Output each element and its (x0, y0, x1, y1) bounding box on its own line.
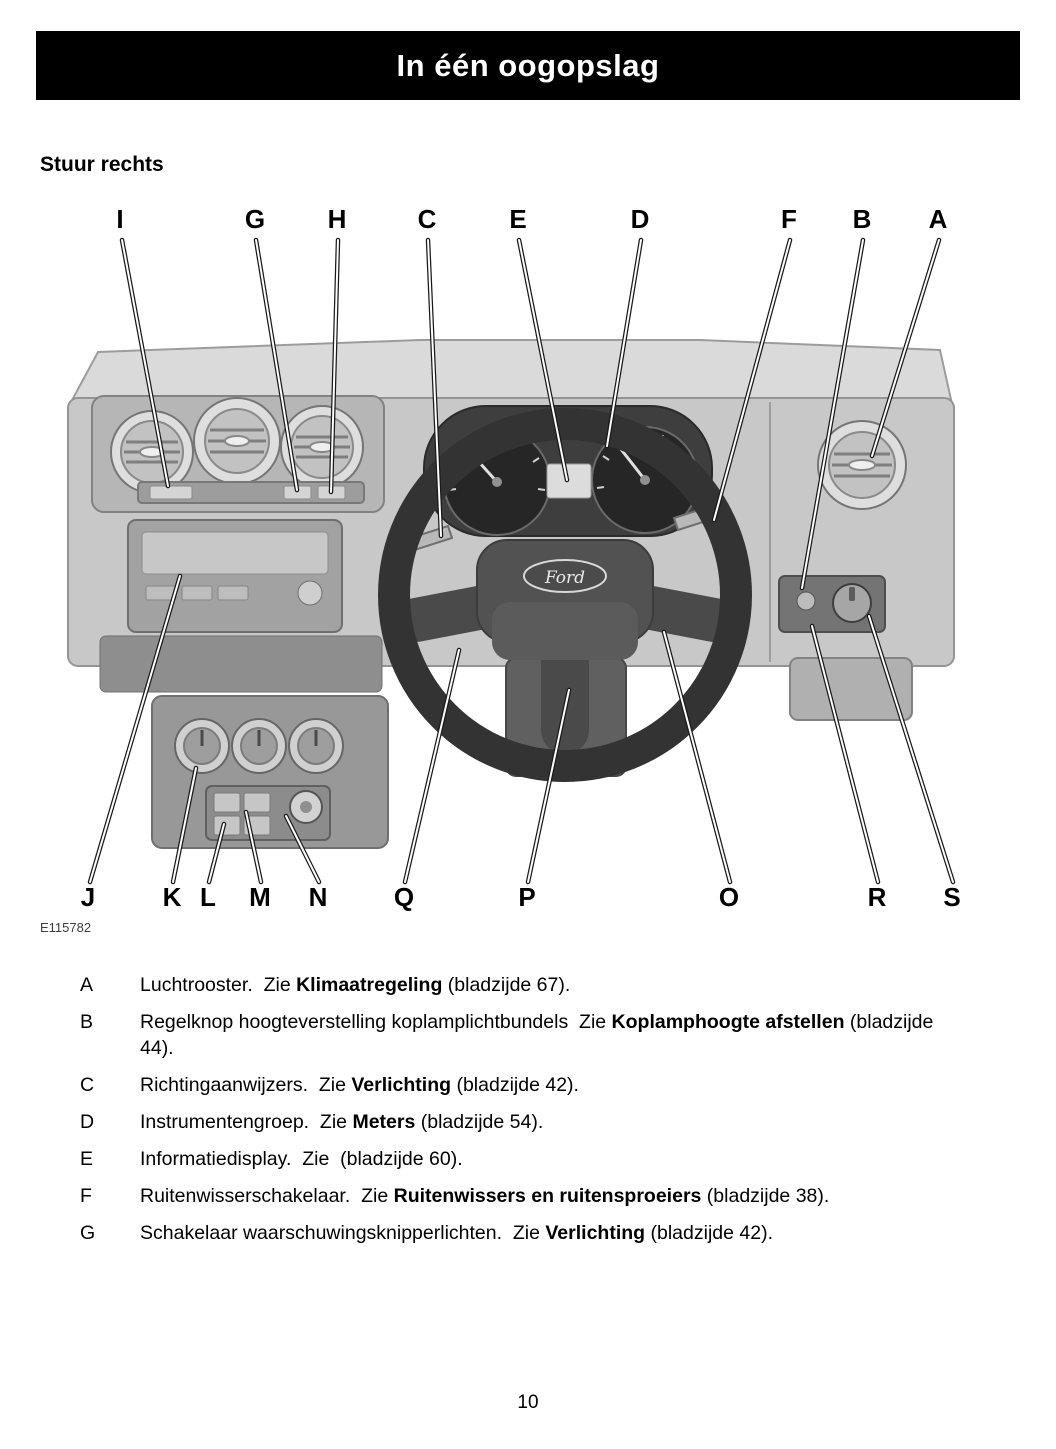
callout-letter: Q (393, 882, 415, 912)
callout-letter: D (630, 204, 650, 234)
callout-letter: O (718, 882, 740, 912)
callout-letter: M (249, 882, 271, 912)
callout-lines (89, 239, 954, 883)
callout-letter: I (116, 204, 124, 234)
callout-letter: K (162, 882, 182, 912)
legend-letter: D (80, 1111, 95, 1133)
legend-item: F Ruitenwisserschakelaar. Zie Ruitenwisse… (80, 1183, 972, 1209)
dash-top-shelf (68, 339, 954, 405)
ford-badge (523, 559, 607, 593)
page-title: In één oogopslag (396, 47, 660, 83)
page-header-bar: In één oogopslag (36, 31, 1020, 100)
legend-letter: B (80, 1011, 94, 1033)
lower-switch-panel (205, 785, 331, 841)
legend-item: C Richtingaanwijzers. Zie Verlichting (bl… (80, 1072, 972, 1098)
callout-letter: P (518, 882, 536, 912)
callout-letter: F (781, 204, 797, 234)
legend-text: Instrumentengroep. Zie Meters (bladzijde… (140, 1111, 544, 1133)
right-cubby (789, 657, 913, 721)
steering-wheel: Ford (378, 408, 752, 782)
legend-item: E Informatiedisplay. Zie (bladzijde 60). (80, 1146, 972, 1172)
callout-letter: G (244, 204, 266, 234)
legend-list: A Luchtrooster. Zie Klimaatregeling (blad… (80, 972, 972, 1257)
ford-badge-text: Ford (544, 568, 585, 588)
legend-letter: F (80, 1185, 92, 1207)
callout-letter: L (200, 882, 216, 912)
callout-letter: C (417, 204, 437, 234)
dashboard-figure: Ford (0, 190, 1056, 950)
legend-letter: E (80, 1148, 94, 1170)
legend-text: Richtingaanwijzers. Zie Verlichting (bla… (140, 1074, 579, 1096)
climate-knobs (174, 718, 344, 774)
left-air-vents (110, 397, 364, 494)
right-air-vent (817, 420, 907, 510)
figure-reference: E115782 (40, 920, 92, 935)
callout-letter: J (80, 882, 96, 912)
legend-letter: G (80, 1222, 96, 1244)
callout-letter: N (308, 882, 328, 912)
legend-item: G Schakelaar waarschuwingsknipperlichten.… (80, 1220, 972, 1246)
callout-letter: S (943, 882, 961, 912)
page-number: 10 (517, 1392, 539, 1413)
legend-text: Regelknop hoogteverstelling koplamplicht… (140, 1011, 939, 1059)
audio-unit (127, 519, 343, 633)
callout-letter: B (852, 204, 872, 234)
callout-letter: H (327, 204, 347, 234)
legend-item: B Regelknop hoogteverstelling koplamplich… (80, 1009, 972, 1061)
legend-text: Ruitenwisserschakelaar. Zie Ruitenwisser… (140, 1185, 830, 1207)
callout-letter: A (928, 204, 948, 234)
legend-text: Schakelaar waarschuwingsknipperlichten. … (140, 1222, 773, 1244)
legend-letter: C (80, 1074, 95, 1096)
switch-strip (137, 481, 365, 504)
legend-text: Luchtrooster. Zie Klimaatregeling (bladz… (140, 974, 571, 996)
section-title: Stuur rechts (40, 153, 164, 176)
callout-letter: R (867, 882, 887, 912)
headlight-switch-panel (778, 575, 886, 633)
legend-letter: A (80, 974, 94, 996)
legend-item: D Instrumentengroep. Zie Meters (bladzijd… (80, 1109, 972, 1135)
lower-dash-left (99, 635, 383, 693)
legend-text: Informatiedisplay. Zie (bladzijde 60). (140, 1148, 463, 1170)
legend-item: A Luchtrooster. Zie Klimaatregeling (blad… (80, 972, 972, 998)
dashboard-illustration: Ford (67, 237, 956, 885)
callout-letter: E (509, 204, 527, 234)
